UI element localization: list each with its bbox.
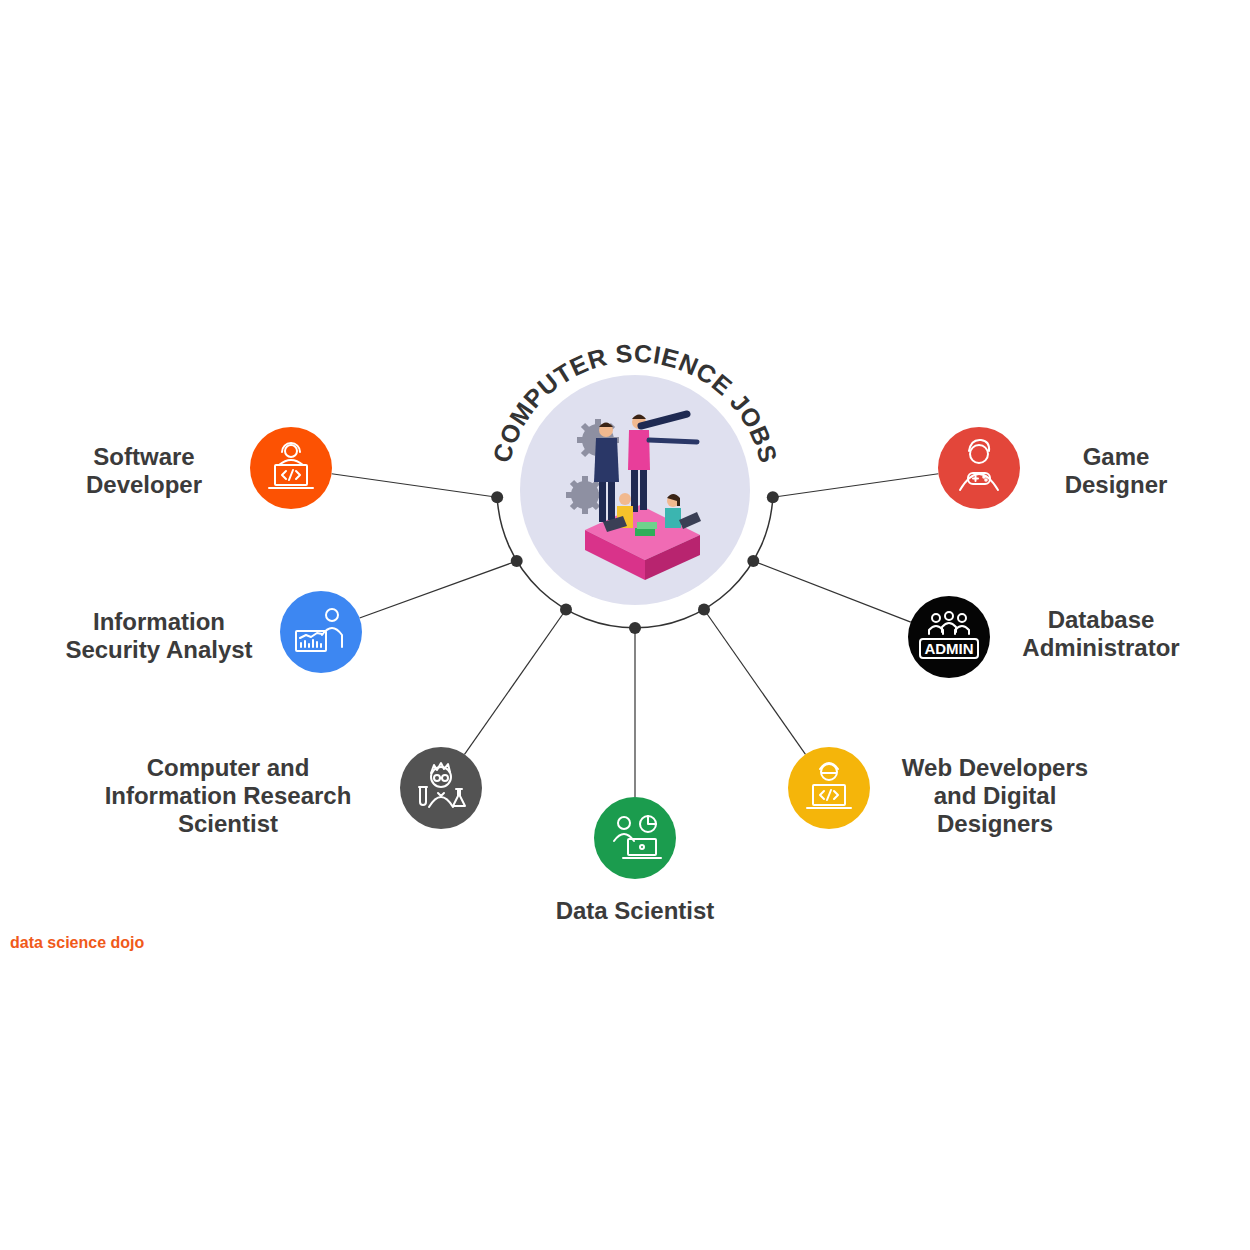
hub-circle: COMPUTER SCIENCE JOBS	[475, 330, 795, 650]
connector-line	[634, 628, 635, 797]
job-circle: Software Developer	[250, 427, 332, 509]
badge-text: ADMIN	[919, 638, 978, 659]
arc-title-text: COMPUTER SCIENCE JOBS	[487, 339, 783, 466]
admin-icon	[908, 596, 990, 678]
job-circle: Information Security Analyst	[280, 591, 362, 673]
data-scientist-icon	[594, 797, 676, 879]
job-circle: Web Developers and Digital Designers	[788, 747, 870, 829]
connector-line	[465, 610, 566, 755]
hub-illustration: COMPUTER SCIENCE JOBS	[475, 330, 795, 650]
connector-line	[773, 474, 939, 497]
connector	[629, 622, 641, 797]
game-designer-icon	[938, 427, 1020, 509]
job-title: Data Scientist	[505, 897, 765, 925]
connector-line	[332, 474, 498, 497]
arc-title: COMPUTER SCIENCE JOBS	[487, 339, 783, 466]
job-title: Game Designer	[1041, 443, 1191, 499]
connector	[332, 474, 504, 503]
security-analyst-icon	[280, 591, 362, 673]
connector	[698, 604, 805, 755]
web-developer-icon	[788, 747, 870, 829]
connector-line	[360, 561, 517, 618]
developer-icon	[250, 427, 332, 509]
job-title: Database Administrator	[1006, 606, 1196, 662]
connector-line	[753, 561, 910, 622]
connector-line	[704, 610, 805, 755]
job-circle: Database AdministratorADMIN	[908, 596, 990, 678]
job-title: Web Developers and Digital Designers	[887, 754, 1103, 838]
connector	[360, 555, 523, 618]
connector	[465, 604, 572, 755]
job-title: Computer and Information Research Scient…	[87, 754, 369, 838]
job-circle: Computer and Information Research Scient…	[400, 747, 482, 829]
job-circle: Data Scientist	[594, 797, 676, 879]
job-title: Software Developer	[69, 443, 219, 499]
job-circle: Game Designer	[938, 427, 1020, 509]
connector	[767, 474, 939, 503]
watermark: data science dojo	[10, 934, 144, 952]
job-title: Information Security Analyst	[53, 608, 265, 664]
connector	[747, 555, 910, 622]
research-scientist-icon	[400, 747, 482, 829]
